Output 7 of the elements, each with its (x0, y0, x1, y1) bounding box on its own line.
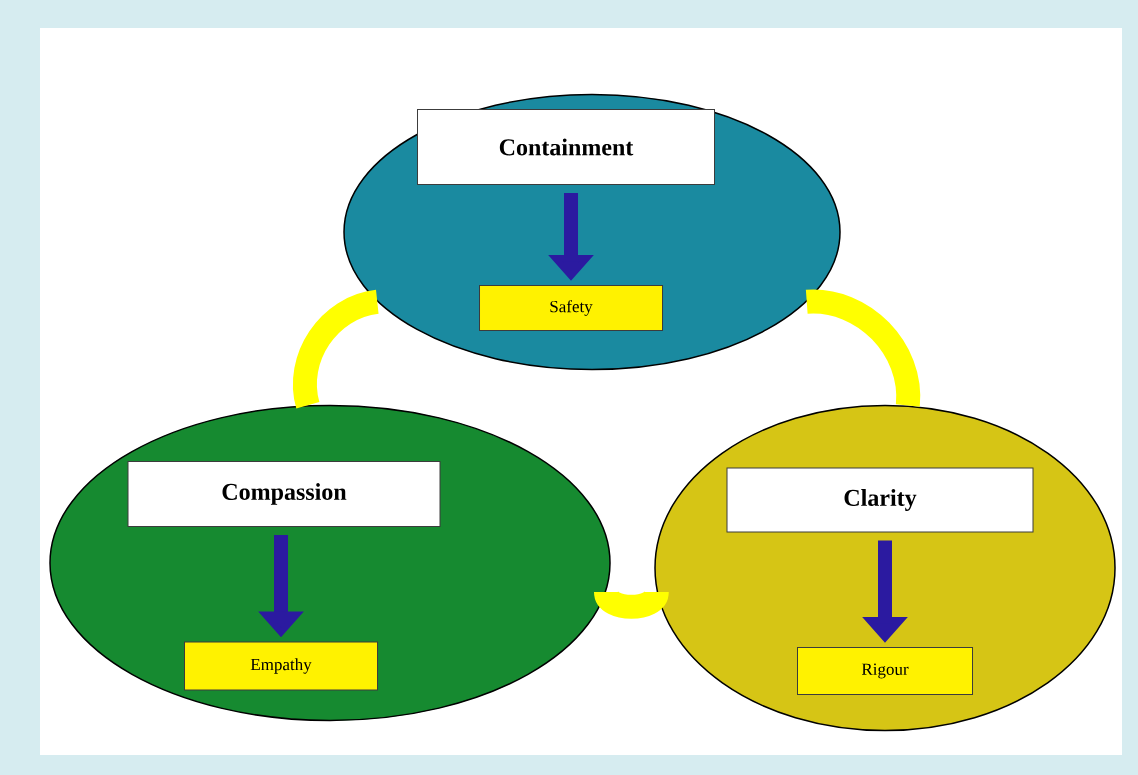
link-arc (594, 589, 669, 619)
heading-box: Containment (417, 109, 715, 185)
label-box: Empathy (184, 641, 378, 691)
heading-box: Clarity (726, 467, 1034, 533)
label-box: Rigour (797, 647, 973, 695)
label-box: Safety (479, 285, 663, 331)
heading-box: Compassion (127, 461, 441, 527)
